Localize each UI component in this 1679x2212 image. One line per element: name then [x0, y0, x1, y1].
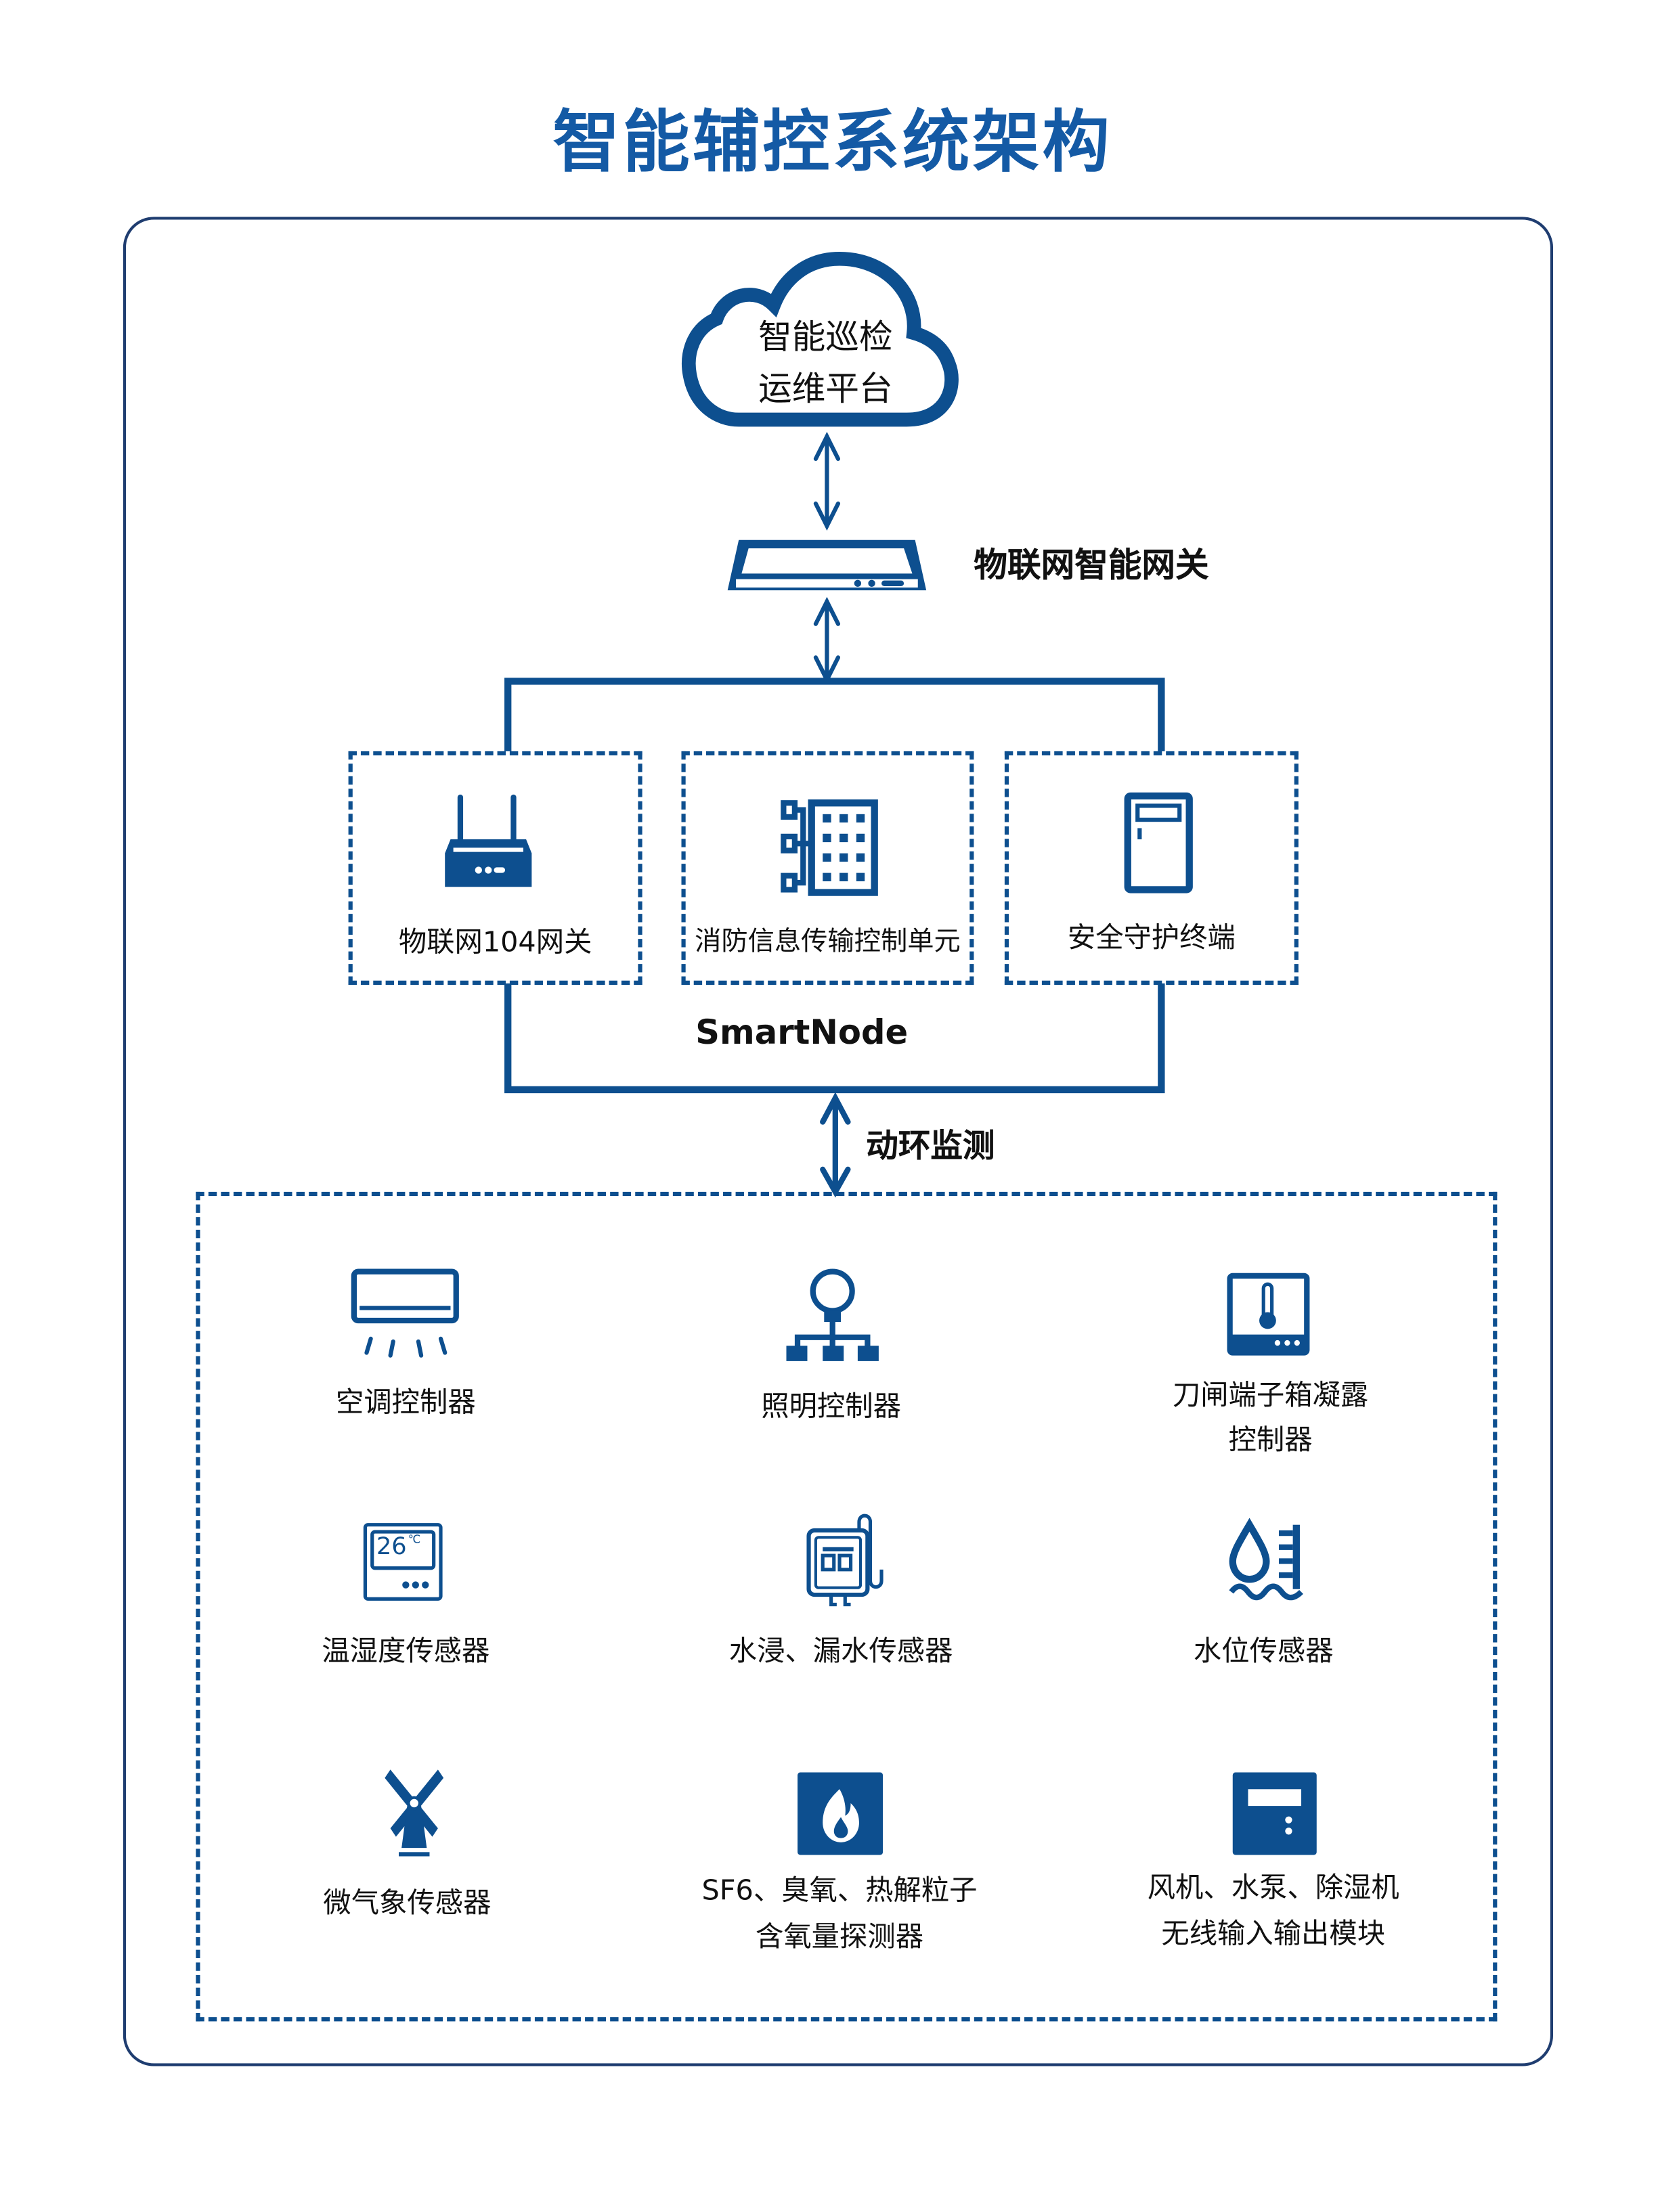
- monitoring-label: 动环监测: [866, 1128, 995, 1166]
- unit-box-fire-control: [681, 751, 974, 985]
- thermometer-box-icon: [1227, 1273, 1310, 1356]
- thermostat-readout: 26 ℃: [376, 1533, 420, 1561]
- gateway-label: 物联网智能网关: [974, 546, 1209, 585]
- cloud-label-line1: 智能巡检: [758, 317, 893, 357]
- device-label: 水浸、漏水传感器: [728, 1633, 953, 1668]
- thermostat-icon: 26 ℃: [363, 1523, 443, 1601]
- device-label: SF6、臭氧、热解粒子: [701, 1873, 978, 1907]
- gateway-device-icon: [727, 539, 927, 591]
- outer-frame: [123, 217, 1554, 2066]
- unit-label: 物联网104网关: [398, 925, 592, 958]
- smartnode-bottom-bracket: [504, 983, 1165, 1094]
- water-leak-sensor-icon: [806, 1513, 884, 1607]
- unit-box-104-gateway: [348, 751, 642, 985]
- windmill-icon: [385, 1769, 444, 1857]
- building-network-icon: [781, 799, 878, 896]
- air-conditioner-icon: [351, 1268, 459, 1358]
- device-label: 含氧量探测器: [756, 1919, 924, 1953]
- monitoring-box: [196, 1191, 1498, 2022]
- cloud-icon: [682, 252, 959, 427]
- device-label: 风机、水泵、除湿机: [1147, 1870, 1399, 1904]
- cabinet-icon: [1124, 792, 1193, 893]
- device-label: 无线输入输出模块: [1161, 1916, 1386, 1950]
- arrowhead: [813, 431, 841, 461]
- thermostat-unit: ℃: [408, 1533, 421, 1546]
- arrowhead: [813, 501, 841, 531]
- io-module-icon: [1232, 1772, 1317, 1855]
- smartnode-top-bracket: [504, 678, 1165, 751]
- device-label: 微气象传感器: [323, 1885, 492, 1920]
- unit-box-security-terminal: [1004, 751, 1299, 985]
- device-label: 刀闸端子箱凝露: [1172, 1377, 1369, 1412]
- arrowhead: [820, 1092, 851, 1125]
- smartnode-label: SmartNode: [695, 1013, 909, 1053]
- cloud-label-line2: 运维平台: [758, 369, 893, 409]
- device-label: 照明控制器: [761, 1389, 901, 1423]
- device-label: 空调控制器: [336, 1385, 476, 1419]
- page-title: 智能辅控系统架构: [552, 103, 1113, 182]
- thermostat-display: 26: [376, 1533, 407, 1562]
- connector-lines: [504, 431, 1165, 1198]
- unit-label: 安全守护终端: [1067, 920, 1236, 954]
- light-bulb-icon: [786, 1268, 879, 1361]
- router-icon: [445, 794, 532, 887]
- arrowhead: [813, 596, 841, 626]
- flame-icon: [798, 1772, 884, 1855]
- device-label: 控制器: [1228, 1422, 1313, 1457]
- unit-label: 消防信息传输控制单元: [695, 926, 961, 957]
- device-label: 水位传感器: [1193, 1633, 1334, 1668]
- device-label: 温湿度传感器: [322, 1633, 490, 1668]
- water-level-icon: [1229, 1518, 1303, 1601]
